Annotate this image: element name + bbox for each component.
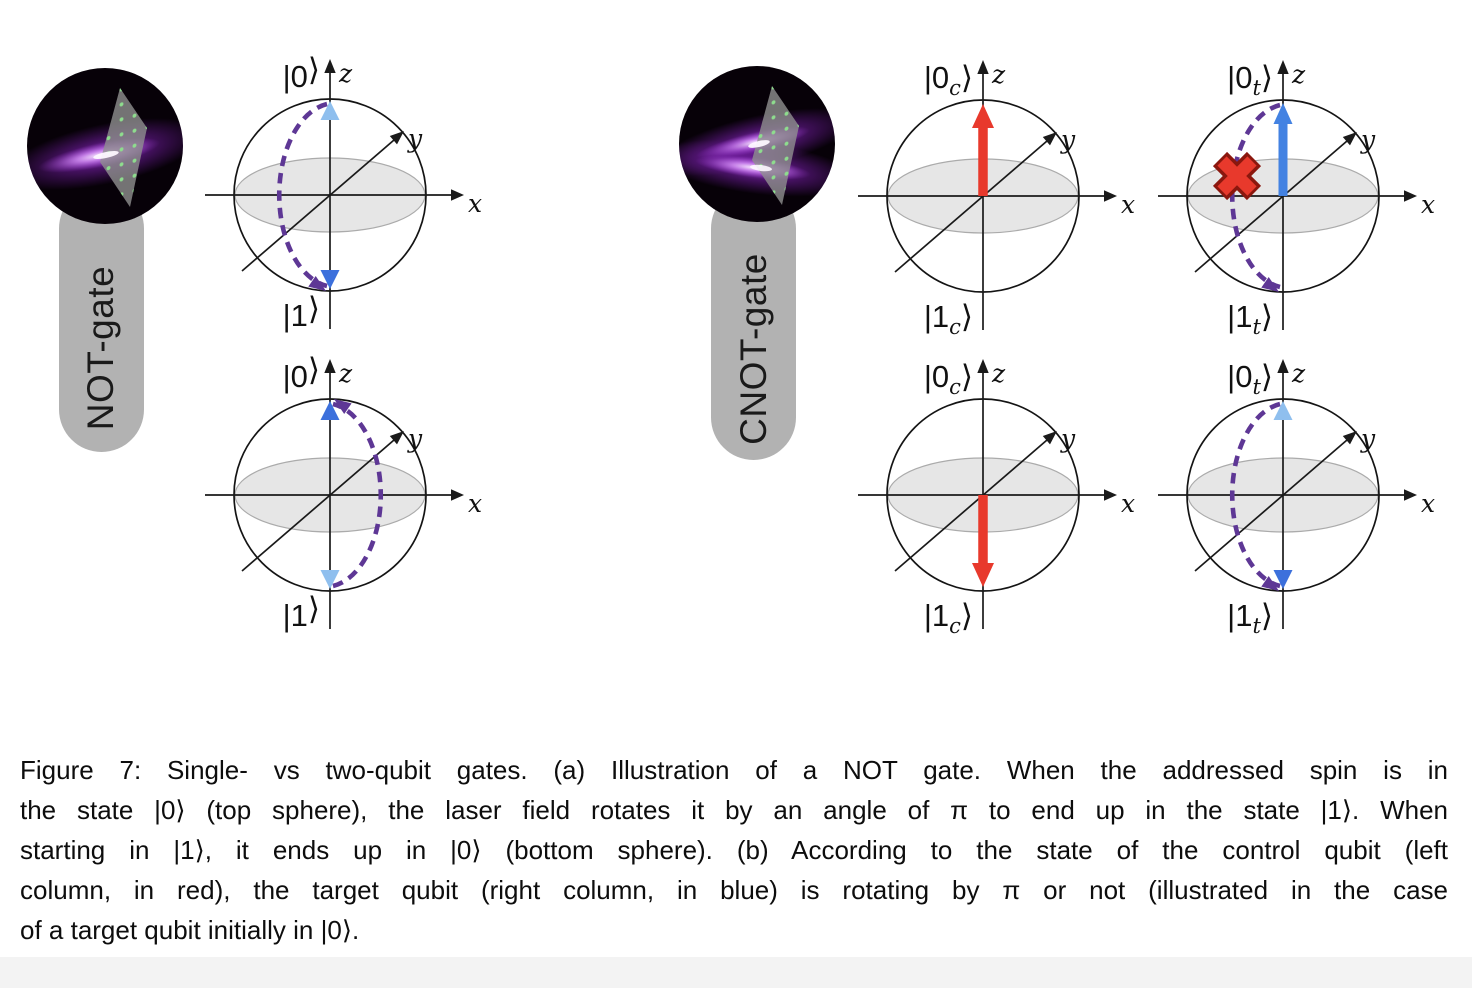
- z-axis-arrowhead-icon: [324, 59, 336, 73]
- y-axis-label: y: [1360, 424, 1376, 453]
- ket-label-bottom: |1t⟩: [1227, 299, 1273, 339]
- target-state-arrowhead-icon: [1273, 103, 1293, 124]
- y-axis-arrowhead-icon: [389, 431, 404, 445]
- cnot-gate-label-pill: CNOT-gate: [711, 186, 796, 460]
- y-axis: [894, 140, 1048, 273]
- ket-label-top: |0t⟩: [1227, 359, 1273, 399]
- laser-focus-spot-1: [748, 140, 770, 148]
- ion-dots: [100, 88, 147, 207]
- x-axis-arrowhead-icon: [1104, 190, 1117, 202]
- initial-state-arrowhead-icon: [320, 570, 340, 589]
- control-state-arrowhead-icon: [972, 563, 994, 587]
- y-axis-label: y: [1360, 125, 1376, 154]
- y-axis-arrowhead-icon: [389, 131, 404, 145]
- x-axis-arrowhead-icon: [1404, 489, 1417, 501]
- y-axis-label: y: [1060, 125, 1076, 154]
- x-axis-label: x: [1421, 190, 1435, 219]
- caption-line: starting in |1⟩, it ends up in |0⟩ (bott…: [20, 835, 1448, 865]
- initial-state-arrowhead-icon: [320, 101, 340, 120]
- y-axis: [1194, 140, 1348, 273]
- caption-line: of a target qubit initially in |0⟩.: [20, 915, 360, 945]
- page-bottom-band: [0, 957, 1472, 988]
- x-axis-label: x: [1121, 489, 1135, 518]
- z-axis-arrowhead-icon: [324, 359, 336, 373]
- x-axis-label: x: [468, 489, 482, 518]
- x-axis-arrowhead-icon: [1104, 489, 1117, 501]
- rotation-arc: [1229, 102, 1281, 290]
- z-axis-label: z: [1291, 60, 1306, 89]
- laser-ion-crystal-photo-cnot: [679, 66, 835, 222]
- ket-label-bottom: |1⟩: [283, 291, 320, 333]
- y-axis-label: y: [1060, 424, 1076, 453]
- x-axis-arrowhead-icon: [1404, 190, 1417, 202]
- laser-ion-crystal-photo-not: [27, 68, 183, 224]
- ket-label-top: |0⟩: [283, 52, 320, 94]
- laser-focus-spot: [93, 151, 119, 159]
- x-axis-arrowhead-icon: [451, 189, 464, 201]
- cnot-gate-label: CNOT-gate: [732, 253, 774, 445]
- rotation-arc: [332, 401, 384, 589]
- final-state-arrowhead-icon: [320, 401, 340, 420]
- not-gate-label: NOT-gate: [80, 265, 122, 431]
- final-state-arrowhead-icon: [1273, 570, 1293, 589]
- rotation-arc: [276, 101, 328, 289]
- rotation-arc-arrowhead-icon: [1261, 576, 1279, 591]
- rotation-arc-arrowhead-icon: [334, 399, 352, 414]
- ket-label-bottom: |1c⟩: [924, 598, 973, 638]
- caption-line: the state |0⟩ (top sphere), the laser fi…: [20, 795, 1448, 825]
- ket-label-top: |0t⟩: [1227, 60, 1273, 100]
- x-axis-label: x: [1421, 489, 1435, 518]
- ket-label-top: |0⟩: [283, 352, 320, 394]
- rotation-arc-arrowhead-icon: [308, 276, 326, 291]
- figure-caption: Figure 7: Single- vs two-qubit gates. (a…: [20, 750, 1448, 950]
- ket-label-bottom: |1c⟩: [924, 299, 973, 339]
- y-axis-arrowhead-icon: [1342, 431, 1357, 445]
- z-axis-label: z: [338, 59, 353, 88]
- y-axis-arrowhead-icon: [1042, 431, 1057, 445]
- y-axis-arrowhead-icon: [1042, 132, 1057, 146]
- y-axis: [1194, 439, 1348, 572]
- rotation-arc-arrowhead-icon: [1261, 277, 1279, 292]
- ket-label-bottom: |1t⟩: [1227, 598, 1273, 638]
- initial-state-arrowhead-icon: [1273, 401, 1293, 420]
- x-axis-label: x: [468, 189, 482, 218]
- control-state-arrowhead-icon: [972, 104, 994, 128]
- y-axis-arrowhead-icon: [1342, 132, 1357, 146]
- ket-label-bottom: |1⟩: [283, 591, 320, 633]
- y-axis-label: y: [407, 424, 423, 453]
- z-axis-arrowhead-icon: [977, 60, 989, 74]
- z-axis-label: z: [1291, 359, 1306, 388]
- y-axis-label: y: [407, 124, 423, 153]
- caption-line: Figure 7: Single- vs two-qubit gates. (a…: [20, 755, 1448, 785]
- rotation-arc: [1229, 401, 1281, 589]
- z-axis-label: z: [991, 60, 1006, 89]
- z-axis-label: z: [991, 359, 1006, 388]
- no-rotation-cross-icon: [1212, 151, 1262, 201]
- x-axis-label: x: [1121, 190, 1135, 219]
- laser-focus-spot-2: [750, 164, 772, 172]
- ket-label-top: |0c⟩: [924, 60, 973, 100]
- bloch-sphere-target-bottom: x y z |0t⟩ |1t⟩: [1158, 359, 1435, 638]
- not-gate-label-pill: NOT-gate: [59, 186, 144, 452]
- bloch-sphere-control-top: x y z |0c⟩ |1c⟩: [858, 60, 1135, 339]
- ion-dots: [752, 86, 799, 205]
- z-axis-arrowhead-icon: [1277, 359, 1289, 373]
- y-axis: [894, 439, 1048, 572]
- bloch-sphere-not-top: x y z |0⟩ |1⟩: [205, 52, 482, 333]
- z-axis-label: z: [338, 359, 353, 388]
- z-axis-arrowhead-icon: [1277, 60, 1289, 74]
- bloch-sphere-not-bottom: x y z |0⟩ |1⟩: [205, 352, 482, 633]
- y-axis: [241, 439, 395, 572]
- caption-line: column, in red), the target qubit (right…: [20, 875, 1448, 905]
- bloch-sphere-control-bottom: x y z |0c⟩ |1c⟩: [858, 359, 1135, 638]
- x-axis-arrowhead-icon: [451, 489, 464, 501]
- y-axis: [241, 139, 395, 272]
- z-axis-arrowhead-icon: [977, 359, 989, 373]
- bloch-sphere-target-top: x y z |0t⟩ |1t⟩: [1158, 60, 1435, 339]
- ket-label-top: |0c⟩: [924, 359, 973, 399]
- final-state-arrowhead-icon: [320, 270, 340, 289]
